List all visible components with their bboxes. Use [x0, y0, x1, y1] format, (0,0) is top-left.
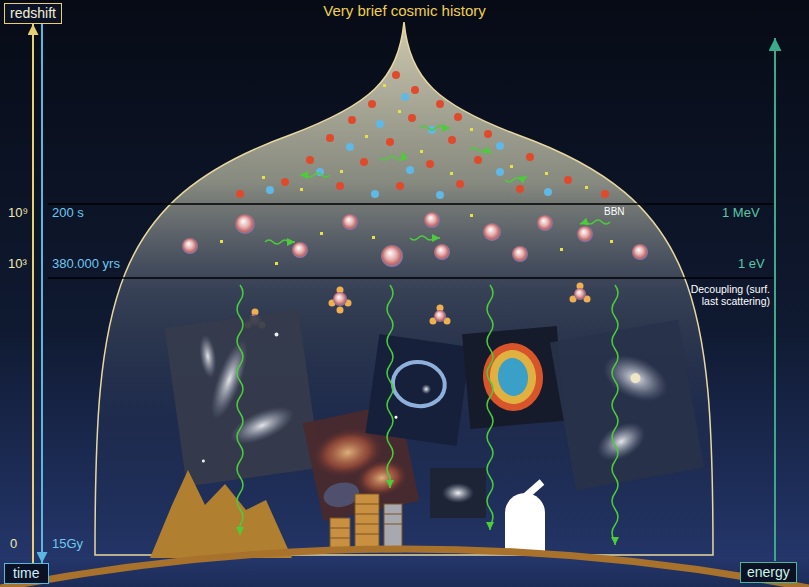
epoch-label: BBN: [604, 206, 625, 218]
time-value: 380.000 yrs: [52, 257, 120, 272]
axis-name: energy: [747, 564, 790, 581]
energy-value: 1 MeV: [722, 206, 760, 221]
axis-name: time: [13, 565, 40, 582]
diagram-title: Very brief cosmic history: [323, 2, 486, 19]
energy-value: 1 eV: [738, 257, 765, 272]
axis-arrow: [32, 24, 34, 563]
axis-box: time: [4, 563, 49, 584]
redshift-value: 0: [10, 537, 17, 552]
redshift-value: 10³: [8, 257, 27, 272]
axis-arrow: [41, 24, 43, 563]
time-value: 200 s: [52, 206, 84, 221]
time-value: 15Gy: [52, 537, 83, 552]
axis-name: redshift: [10, 5, 56, 22]
epoch-label: Decoupling (surf. last scattering): [688, 283, 770, 307]
axis-box: redshift: [4, 3, 62, 24]
axis-box: energy: [740, 562, 797, 583]
redshift-value: 10⁹: [8, 206, 28, 221]
